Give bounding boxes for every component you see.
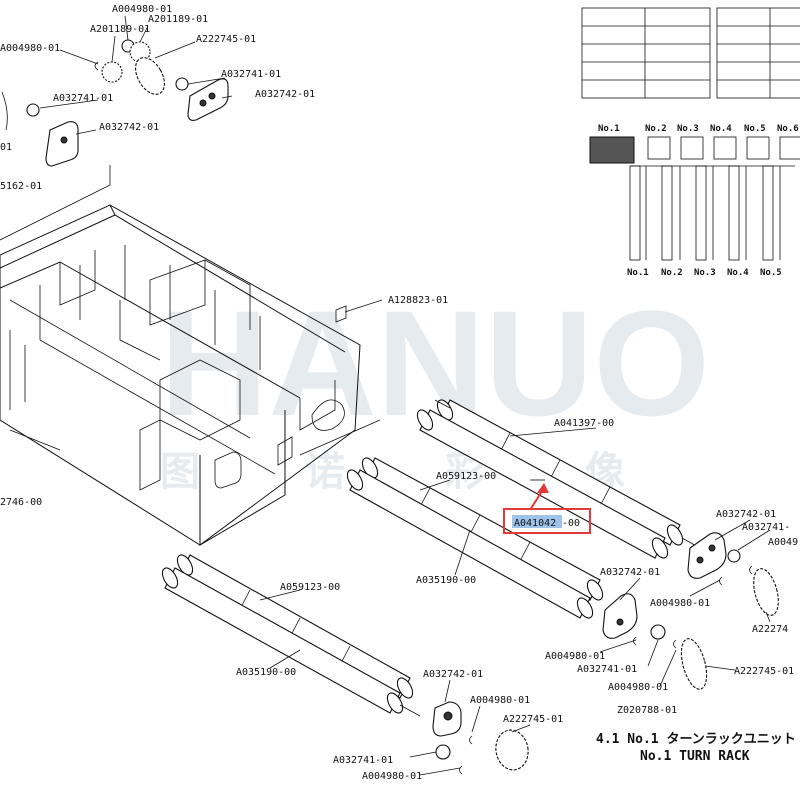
label-highlight-code: A041042 <box>514 518 556 529</box>
label-a004980-low: A004980-01 <box>470 695 530 706</box>
roller-a059123-mid <box>361 457 604 601</box>
legend-top-2: No.2 <box>645 124 667 134</box>
label-a032741-low: A032741-01 <box>333 755 393 766</box>
label-a032741-left: A032741-01 <box>53 93 113 104</box>
label-a041397: A041397-00 <box>554 418 614 429</box>
title-english: No.1 TURN RACK <box>640 749 750 764</box>
label-a035190-mid: A035190-00 <box>416 575 476 586</box>
watermark: HANUO 图 诺 彩 像 <box>160 279 710 494</box>
position-legend: No.1 No.2 No.3 No.4 No.5 No.6 No.1 No.2 … <box>589 124 800 278</box>
belt-a222745-top <box>135 57 165 95</box>
label-a032742-r2: A032742-01 <box>600 567 660 578</box>
label-a004980-left: A004980-01 <box>0 43 60 54</box>
label-a222745-r2: A222745-01 <box>734 666 794 677</box>
bracket-a032742-top <box>187 78 229 121</box>
label-a032742-low: A032742-01 <box>423 669 483 680</box>
label-a059123-low: A059123-00 <box>280 582 340 593</box>
legend-top-1: No.1 <box>598 124 620 134</box>
legend-top-6: No.6 <box>777 124 799 134</box>
legend-bottom-1: No.1 <box>627 268 649 278</box>
label-a201189-top: A201189-01 <box>148 14 208 25</box>
roller-a041042 <box>416 409 669 559</box>
label-a032742-top: A032742-01 <box>255 89 315 100</box>
legend-bottom-4: No.4 <box>727 268 749 278</box>
label-stub-01: 01 <box>0 142 12 153</box>
label-a032741-r1: A032741- <box>742 522 790 533</box>
belt-stub-left <box>1 91 8 131</box>
top-gear-assembly <box>1 39 229 167</box>
label-a004980-top: A004980-01 <box>112 4 172 15</box>
legend-no1-block <box>589 136 635 164</box>
revision-table <box>581 7 800 99</box>
part-labels: A004980-01 A201189-01 A201189-01 A004980… <box>0 4 798 782</box>
label-a222745-r1: A22274 <box>752 624 788 635</box>
bearing-a032741-left <box>26 103 40 117</box>
leaders-top-left <box>39 15 233 135</box>
label-a035190-low: A035190-00 <box>236 667 296 678</box>
watermark-cjk-2: 诺 <box>305 450 345 494</box>
label-stub-5162: 5162-01 <box>0 181 42 192</box>
leaders-right <box>259 427 771 776</box>
roller-a035190-mid <box>346 469 594 619</box>
legend-bottom-2: No.2 <box>661 268 683 278</box>
label-a222745-low: A222745-01 <box>503 714 563 725</box>
watermark-cjk-1: 图 <box>160 450 200 494</box>
label-a004980-r2b: A004980-01 <box>608 682 668 693</box>
roller-a035190-low <box>161 567 421 717</box>
legend-bottom-3: No.3 <box>694 268 716 278</box>
rack-frame <box>0 204 361 546</box>
label-a032741-r2: A032741-01 <box>577 664 637 675</box>
label-stub-2746: 2746-00 <box>0 497 42 508</box>
highlight-box <box>503 508 591 534</box>
bearing-a032741-top <box>175 77 189 91</box>
drawing-number: Z020788-01 <box>617 705 677 716</box>
highlight-callout <box>503 483 591 534</box>
parts-right-mid <box>602 593 708 690</box>
label-a004980-low2: A004980-01 <box>362 771 422 782</box>
leaders-frame <box>0 165 383 456</box>
label-a032741-top: A032741-01 <box>221 69 281 80</box>
legend-top-3: No.3 <box>677 124 699 134</box>
bracket-a032742-left <box>45 121 79 167</box>
legend-top-4: No.4 <box>710 124 732 134</box>
label-a222745-top: A222745-01 <box>196 34 256 45</box>
parts-lower <box>432 701 529 775</box>
legend-top-5: No.5 <box>744 124 766 134</box>
label-a0049-r1: A0049 <box>768 537 798 548</box>
roller-a041397 <box>434 399 701 549</box>
label-a032742-r1: A032742-01 <box>716 509 776 520</box>
label-a004980-r2: A004980-01 <box>545 651 605 662</box>
gear-a201189-b <box>101 61 123 83</box>
legend-bottom-5: No.5 <box>760 268 782 278</box>
label-a032742-left: A032742-01 <box>99 122 159 133</box>
label-a201189-b: A201189-01 <box>90 24 150 35</box>
label-a059123-mid: A059123-00 <box>436 471 496 482</box>
label-a128823: A128823-01 <box>388 295 448 306</box>
parts-right-upper <box>687 532 779 616</box>
title-block: Z020788-01 4.1 No.1 ターンラックユニット No.1 TURN… <box>596 705 796 764</box>
roller-a059123-low <box>176 554 414 699</box>
clip-a004980-left <box>94 61 99 71</box>
highlight-fill <box>512 515 562 528</box>
label-a004980-r1: A004980-01 <box>650 598 710 609</box>
title-japanese: 4.1 No.1 ターンラックユニット <box>596 732 796 747</box>
label-highlight-suffix: -00 <box>562 518 580 529</box>
